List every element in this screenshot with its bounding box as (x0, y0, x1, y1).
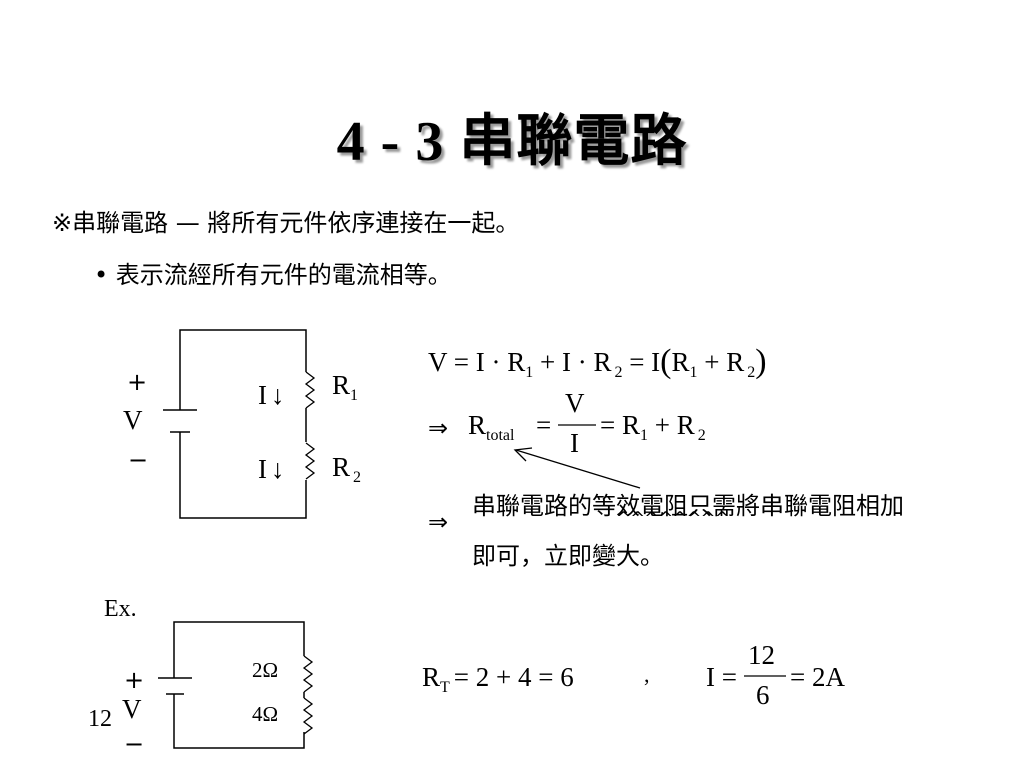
example-resistor-2ohm-label: 2Ω (252, 658, 279, 682)
example-minus-sign: − (124, 730, 145, 758)
equals-sign: = (536, 410, 552, 440)
circuit1-plus-sign: + (127, 368, 148, 396)
example-resistor-2ohm-icon (302, 655, 314, 693)
resistor-r1-icon (304, 371, 316, 409)
page-title: 4 - 3 串聯電路 (336, 111, 688, 173)
example-resistor-4ohm-label: 4Ω (252, 702, 279, 726)
resistor-r2-icon (304, 442, 316, 480)
example-current-label: I = (706, 662, 737, 692)
pointer-arrow-icon (513, 447, 641, 489)
implies-icon: ⇒ (428, 414, 449, 442)
fraction-denominator-i: I (570, 428, 579, 458)
example-battery-icon (158, 677, 192, 695)
example-comma: , (644, 662, 650, 687)
emphasis-carets: ^^^^^^^^ (616, 508, 730, 529)
definition-text: ※串聯電路 — 將所有元件依序連接在一起。 (52, 209, 520, 237)
circuit1-minus-sign: − (128, 446, 149, 474)
example-label: Ex. (104, 596, 137, 622)
example-circuit-wires (173, 621, 305, 749)
down-arrow-icon: ↓ (271, 380, 285, 410)
example-resistor-4ohm-icon (302, 697, 314, 735)
down-arrow-icon: ↓ (271, 454, 285, 484)
implies-icon: ⇒ (428, 508, 449, 536)
bullet-text: • 表示流經所有元件的電流相等。 (94, 261, 452, 289)
example-current-result: = 2A (790, 662, 845, 692)
note-line-1: 串聯電路的等效電阻只需將串聯電阻相加 (472, 492, 904, 520)
example-voltage-label: V (122, 694, 142, 724)
example-voltage-value: 12 (88, 706, 112, 732)
example-fraction-denominator: 6 (756, 680, 770, 710)
current-label-2: I↓ (258, 454, 285, 484)
example-rt-equation: RT= 2 + 4 = 6 (422, 662, 574, 696)
example-fraction-numerator: 12 (748, 640, 775, 670)
circuit1-battery-icon (163, 409, 197, 433)
current-label-1: I↓ (258, 380, 285, 410)
example-plus-sign: + (124, 666, 145, 694)
circuit1-voltage-label: V (123, 405, 143, 435)
circuit1-wires (179, 329, 307, 519)
note-line-2: 即可，立即變大。 (472, 542, 664, 570)
resistor-r1-label: R1 (332, 370, 359, 404)
fraction-numerator-v: V (565, 388, 585, 418)
r-total-label: Rtotal (468, 410, 515, 444)
